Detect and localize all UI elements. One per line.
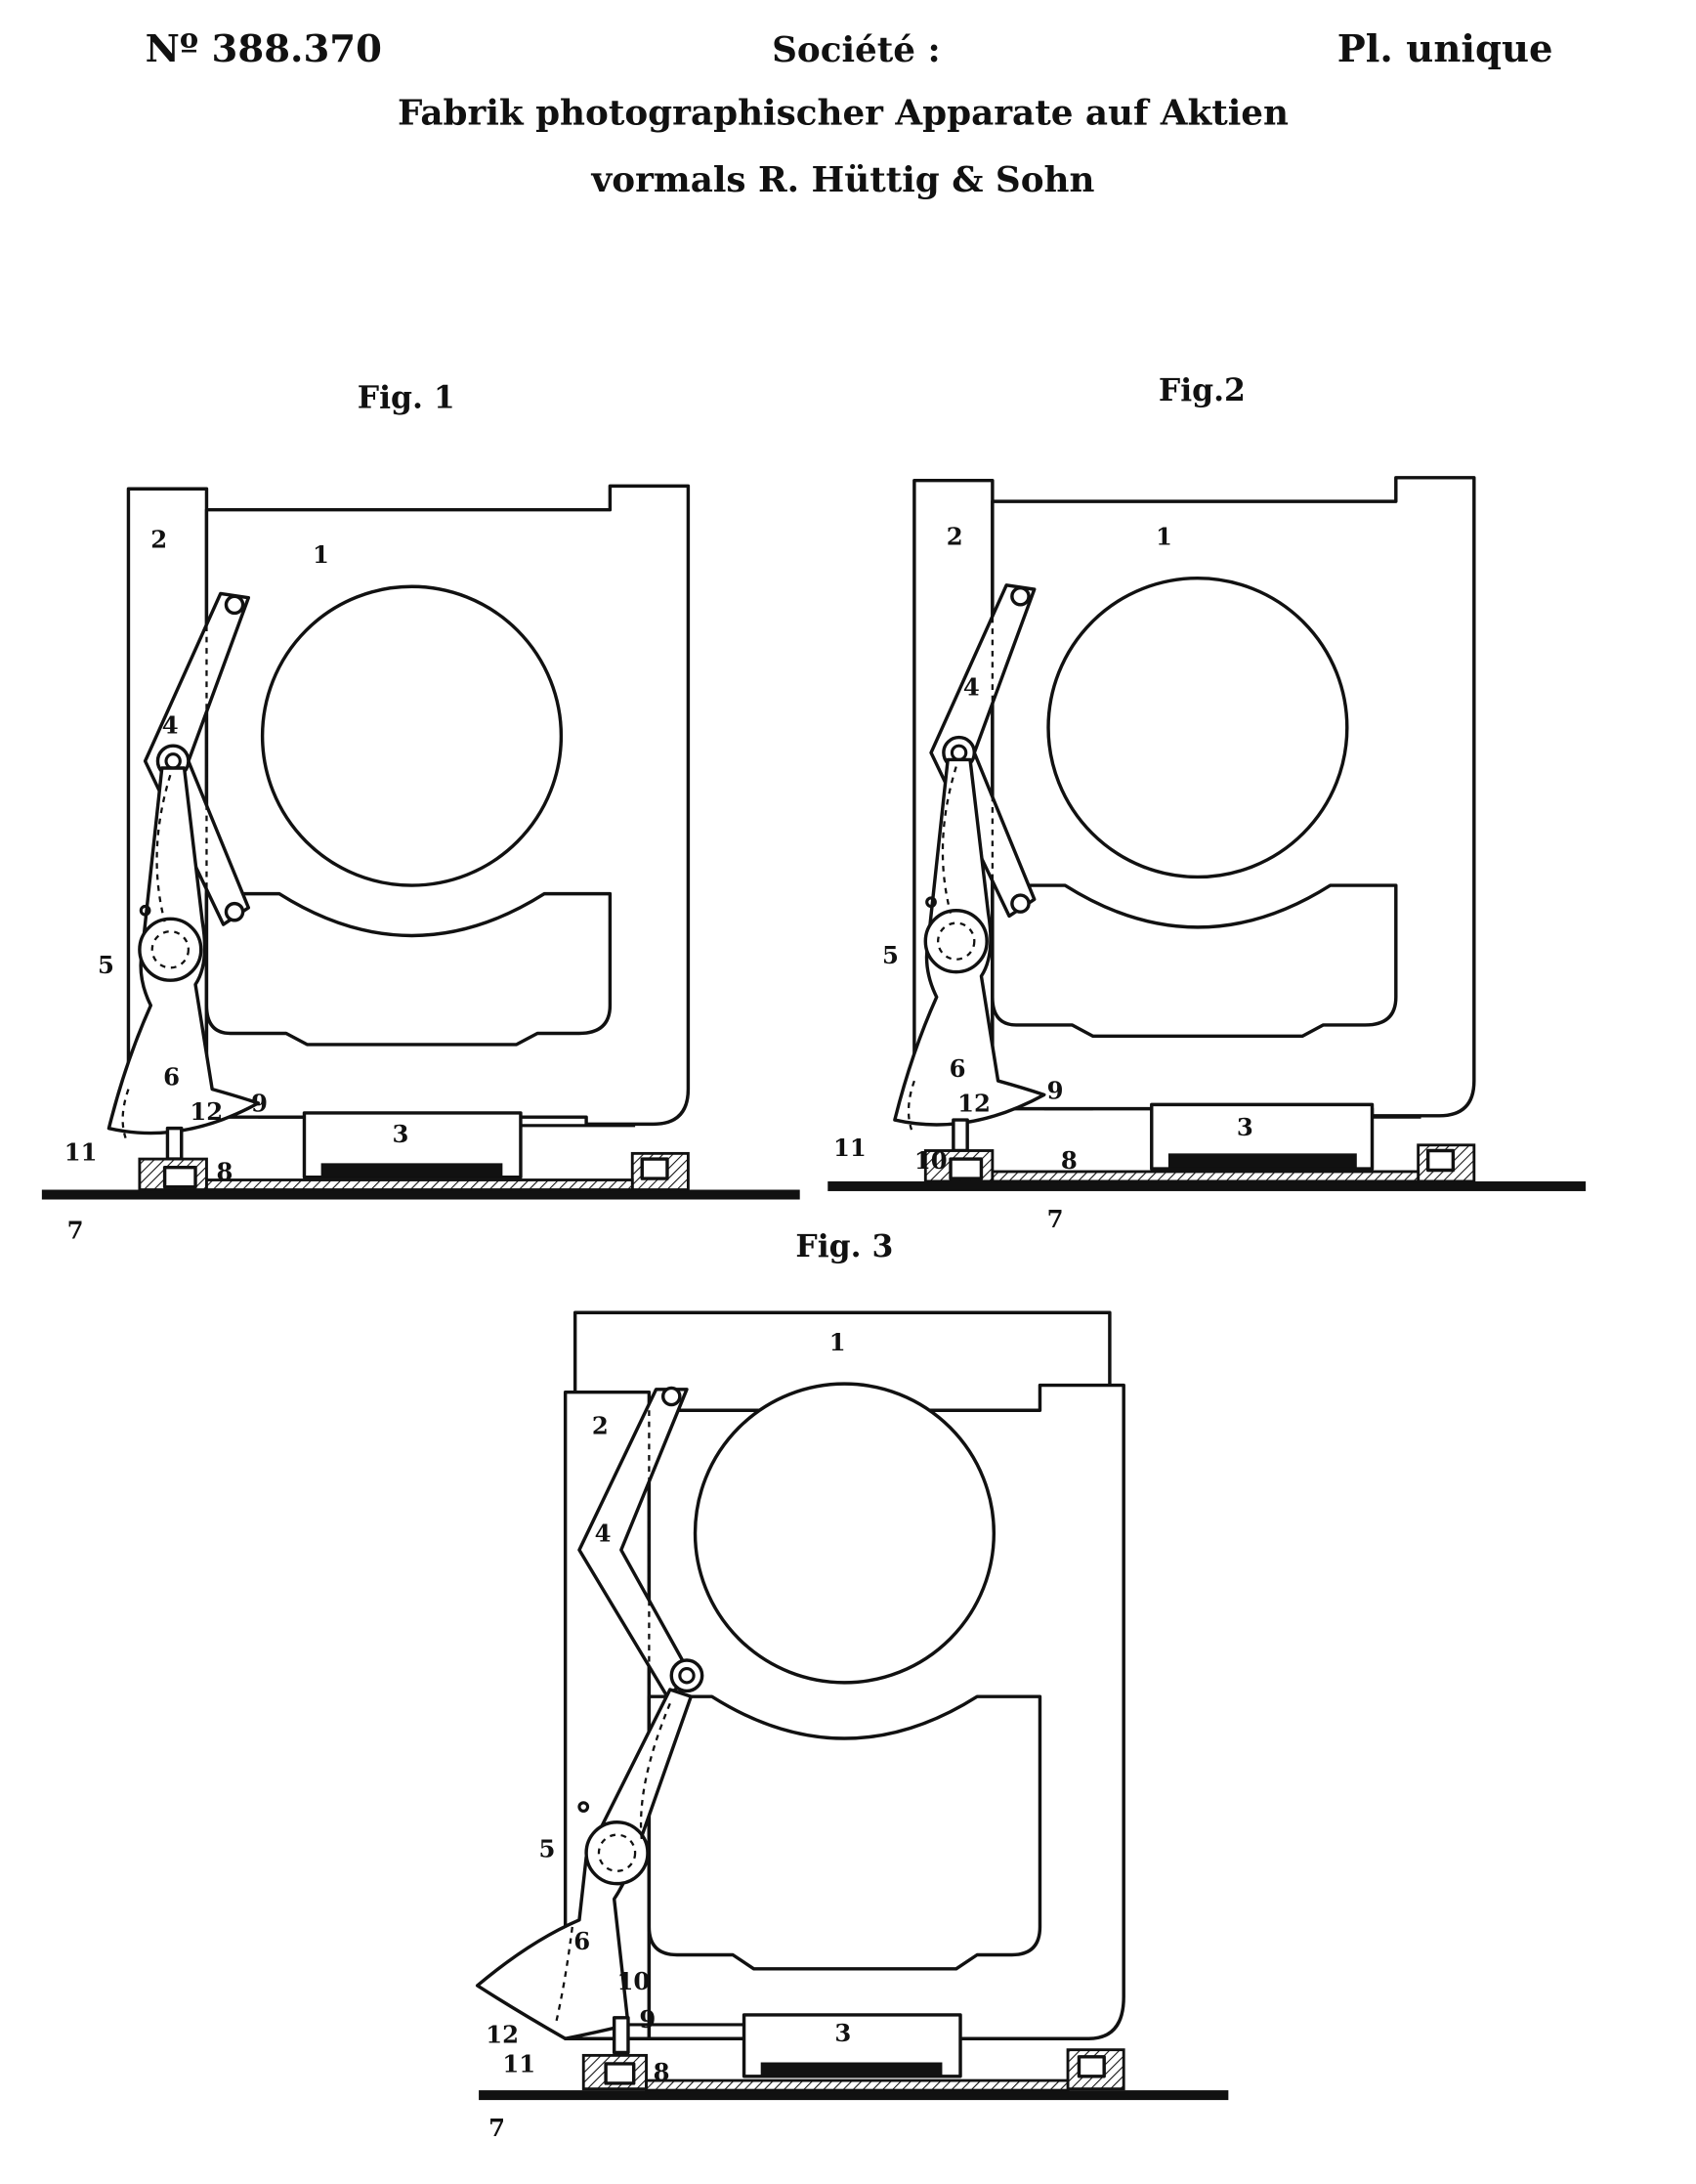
figure-1-title: Fig. 1 — [358, 379, 455, 415]
part-label: 8 — [654, 2058, 670, 2086]
part-label: 3 — [834, 2019, 851, 2047]
part-label: 1 — [1156, 522, 1172, 550]
part-label: 2 — [947, 522, 963, 550]
part-label: 7 — [67, 1217, 84, 1245]
part-label: 8 — [1061, 1146, 1078, 1175]
part-label: 5 — [98, 951, 114, 979]
company-name-line2: vormals R. Hüttig & Sohn — [591, 159, 1095, 200]
part-label: 6 — [163, 1062, 180, 1091]
part-label: 3 — [392, 1120, 408, 1148]
part-label: 4 — [162, 710, 179, 739]
part-label: 2 — [592, 1412, 609, 1440]
part-label: 6 — [573, 1927, 590, 1955]
part-label: 11 — [502, 2050, 535, 2078]
part-label: 12 — [190, 1097, 223, 1126]
part-label: 4 — [963, 673, 980, 702]
part-label: 7 — [1047, 1205, 1064, 1233]
part-label: 9 — [1047, 1077, 1064, 1105]
part-label: 12 — [957, 1090, 991, 1118]
figure-3-title: Fig. 3 — [795, 1228, 893, 1264]
part-label: 2 — [150, 525, 167, 553]
part-label: 5 — [539, 1834, 556, 1863]
part-label: 12 — [486, 2021, 519, 2049]
part-label: 8 — [216, 1158, 233, 1186]
figure-2: Fig.2 1 2 3 4 5 6 7 8 9 10 11 12 — [826, 372, 1588, 1233]
part-label: 11 — [64, 1138, 98, 1167]
part-label: 9 — [639, 2005, 656, 2034]
part-label: 5 — [882, 941, 899, 969]
company-label: Société : — [772, 29, 941, 70]
part-label: 10 — [914, 1146, 948, 1175]
part-label: 9 — [251, 1090, 268, 1118]
patent-number: Nº 388.370 — [146, 27, 382, 71]
part-label: 6 — [950, 1054, 966, 1083]
part-label: 11 — [833, 1134, 867, 1162]
company-name-line1: Fabrik photographischer Apparate auf Akt… — [398, 92, 1289, 133]
part-label: 4 — [595, 1520, 612, 1548]
part-label: 10 — [617, 1967, 651, 1995]
figure-3: Fig. 3 1 2 3 4 5 6 7 8 9 10 — [475, 1228, 1229, 2142]
part-label: 1 — [829, 1328, 846, 1356]
part-label: 3 — [1237, 1113, 1253, 1141]
part-label: 7 — [488, 2114, 505, 2142]
figure-2-title: Fig.2 — [1159, 372, 1246, 408]
figure-1: Fig. 1 1 2 3 4 5 6 7 8 9 11 12 — [40, 379, 802, 1245]
part-label: 1 — [313, 540, 329, 569]
plate-label: Pl. unique — [1337, 27, 1553, 71]
